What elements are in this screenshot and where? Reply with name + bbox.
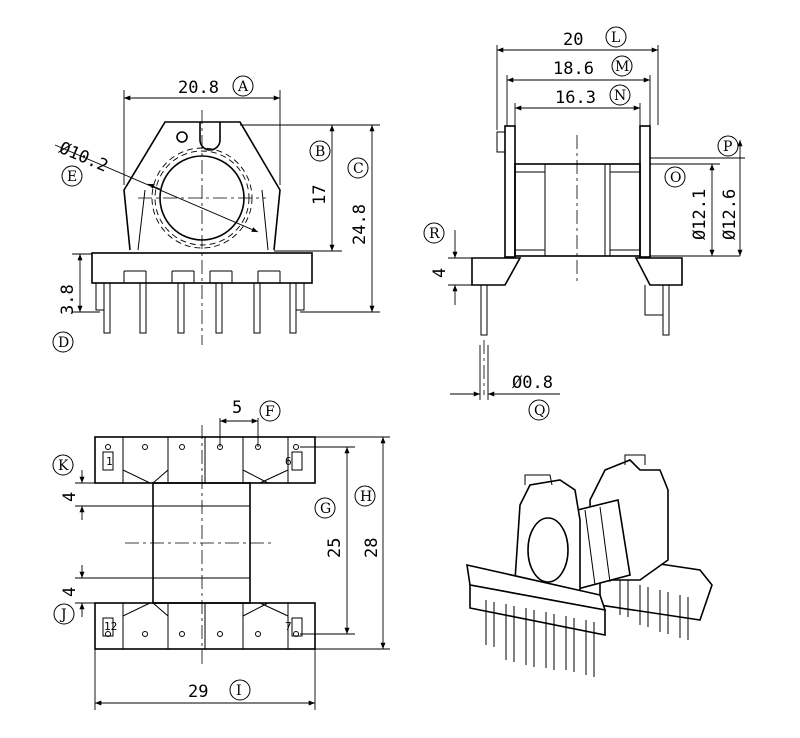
pin-number-7: 7 [285,620,292,633]
dim-front-height-c: 24.8 [350,204,370,245]
front-view [54,90,380,345]
dim-front-hole-dia: Ø10.2 [56,138,111,176]
side-view [448,45,745,400]
dim-front-height-b: 17 [310,185,330,205]
reference-labels: A B C D E F G H I J K L M N O P Q R [52,26,739,701]
dim-bottom-j: 4 [60,587,80,597]
dim-side-dia-o: Ø12.1 [690,189,710,240]
dim-bottom-pitch: 5 [232,398,242,418]
dim-side-pin-dia: Ø0.8 [512,373,553,393]
isometric-view [466,454,713,677]
label-f: F [265,404,275,420]
label-o: O [670,170,681,186]
label-e: E [67,169,77,185]
label-m: M [615,59,629,75]
dim-front-width: 20.8 [178,78,219,98]
dim-bottom-g: 25 [325,538,345,558]
label-g: G [320,501,331,517]
isometric-pins [485,580,689,677]
label-p: P [723,139,732,155]
dim-side-n: 16.3 [555,88,596,108]
dim-side-flange: 4 [430,268,450,278]
label-r: R [429,226,440,242]
dim-front-base: 3.8 [58,284,78,315]
pin-number-12: 12 [104,620,117,633]
label-i: I [236,683,242,699]
dimension-texts: 20.8 Ø10.2 17 24.8 3.8 20 18.6 16.3 Ø12.… [56,30,740,702]
label-j: J [59,607,67,623]
dim-bottom-h: 28 [362,538,382,558]
label-q: Q [534,403,545,419]
label-h: H [360,489,372,505]
front-pins [95,282,305,334]
pin-numbers: 1 6 7 12 [104,455,292,633]
dim-side-dia-p: Ø12.6 [720,189,740,240]
label-d: D [58,335,69,351]
label-b: B [315,144,325,160]
label-k: K [58,458,69,474]
dim-bottom-width: 29 [188,682,208,702]
dim-side-m: 18.6 [553,59,594,79]
label-l: L [611,30,620,46]
dim-side-l: 20 [563,30,583,50]
label-c: C [353,161,364,177]
bottom-view [75,418,390,710]
pin-number-1: 1 [106,455,113,468]
label-n: N [614,88,626,104]
dim-bottom-k: 4 [60,492,80,502]
label-a: A [237,79,249,95]
pin-number-6: 6 [285,455,292,468]
